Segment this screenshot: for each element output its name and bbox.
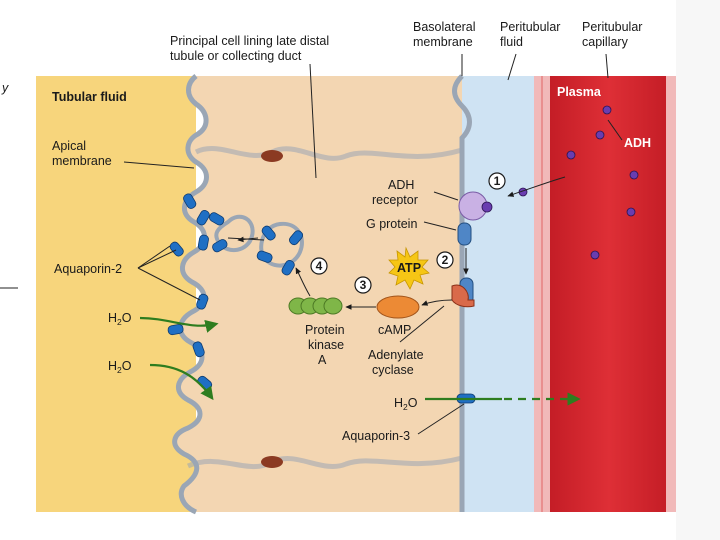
h2o-label-1: H2O (108, 311, 132, 327)
basolateral-membrane (452, 74, 472, 512)
g-protein-icon (457, 222, 472, 246)
vesicle-right (256, 221, 304, 276)
peritubular-fluid-label-line1: Peritubular (500, 20, 560, 34)
adh-receptor-label-line1: ADH (388, 178, 414, 192)
margin-mark: y (1, 81, 9, 95)
adh-to-receptor-arrow (507, 176, 566, 197)
step-markers: 1 2 3 4 (310, 172, 506, 294)
peritubular-fluid-region (462, 76, 542, 512)
adh-molecules (518, 105, 639, 260)
aquaporin-icon (281, 260, 295, 276)
step-3-badge: 3 (354, 276, 372, 294)
aquaporin-icon (192, 341, 205, 358)
adh-bound-icon (481, 201, 493, 213)
h2o-entry-arrow-2 (149, 363, 214, 401)
camp-icon (376, 295, 420, 319)
aquaporin-icon (183, 193, 197, 209)
aquaporin-icon (261, 225, 276, 241)
adh-icon (629, 170, 639, 180)
basolateral-label-line2: membrane (413, 35, 473, 49)
aquaporin-icon (212, 239, 228, 253)
pka-to-vesicle-arrow (295, 267, 311, 297)
capillary-wall-right (666, 76, 676, 512)
step-3-label: 3 (360, 278, 367, 292)
aquaporin-icon (169, 241, 184, 257)
aquaporin3-label: Aquaporin-3 (342, 429, 410, 443)
plasma-label: Plasma (557, 85, 602, 99)
h2o-entry-arrow-1 (139, 316, 219, 333)
apical-membrane-label-line1: Apical (52, 139, 86, 153)
camp-label: cAMP (378, 323, 411, 337)
aquaporin-icon (256, 250, 273, 263)
protein-kinase-label-line1: Protein (305, 323, 345, 337)
step-2-label: 2 (442, 253, 449, 267)
adenylate-cyclase-label-line1: Adenylate (368, 348, 424, 362)
aquaporin-icon (289, 230, 304, 246)
adh-icon (595, 130, 605, 140)
tight-junction-top (261, 150, 283, 162)
cell-body (174, 76, 462, 512)
basolateral-label-line1: Basolateral (413, 20, 476, 34)
protein-kinase-a-icon (288, 297, 343, 315)
aquaporin-icon (196, 210, 210, 226)
aquaporin2-membrane-channels (167, 193, 213, 390)
adh-icon (590, 250, 600, 260)
vesicle-left (197, 212, 255, 253)
adh-icon (566, 150, 576, 160)
apical-membrane-label-line2: membrane (52, 154, 112, 168)
leader-lines (123, 53, 623, 435)
adh-receptor-label-line2: receptor (372, 193, 418, 207)
peritubular-capillary-label-line2: capillary (582, 35, 629, 49)
vesicle-to-membrane-arrow-2 (227, 237, 265, 241)
atp-burst-icon (388, 246, 430, 290)
adh-icon (626, 207, 636, 217)
aquaporin-icon (197, 234, 209, 251)
adh-label: ADH (624, 136, 651, 150)
tubular-fluid-label: Tubular fluid (52, 90, 127, 104)
lateral-membrane-top (194, 146, 463, 162)
atp-to-camp-arrow (421, 299, 453, 306)
tight-junction-bottom (261, 456, 283, 468)
peritubular-capillary-label-line1: Peritubular (582, 20, 642, 34)
aquaporin-icon (167, 324, 184, 336)
atp-label: ATP (397, 261, 421, 275)
adenylate-cyclase-label-line2: cyclase (372, 363, 414, 377)
principal-cell-label-line2: tubule or collecting duct (170, 49, 302, 63)
step-1-label: 1 (494, 174, 501, 188)
adh-receptor (458, 191, 493, 221)
page-edge (676, 0, 720, 540)
peritubular-fluid-label-line2: fluid (500, 35, 523, 49)
aquaporin-icon (209, 212, 225, 226)
protein-kinase-label-line3: A (318, 353, 327, 367)
step-4-label: 4 (316, 259, 323, 273)
tubular-fluid-region (36, 76, 196, 512)
step-4-badge: 4 (310, 257, 328, 275)
adenylate-cyclase-catalytic-icon (451, 284, 475, 308)
adh-icon (602, 105, 612, 115)
process-arrows (227, 176, 566, 310)
g-protein-label: G protein (366, 217, 417, 231)
h2o-label-3: H2O (394, 396, 418, 412)
lateral-membrane-bottom (187, 455, 463, 469)
principal-cell-label-line1: Principal cell lining late distal (170, 34, 329, 48)
step-2-badge: 2 (436, 251, 454, 269)
aquaporin-icon (196, 293, 209, 310)
diagram-labels: Principal cell lining late distal tubule… (1, 20, 651, 443)
water-flow-arrows (139, 316, 581, 406)
plasma-region (550, 76, 668, 512)
aquaporin2-label: Aquaporin-2 (54, 262, 122, 276)
protein-kinase-label-line2: kinase (308, 338, 344, 352)
step-1-badge: 1 (488, 172, 506, 190)
h2o-label-2: H2O (108, 359, 132, 375)
